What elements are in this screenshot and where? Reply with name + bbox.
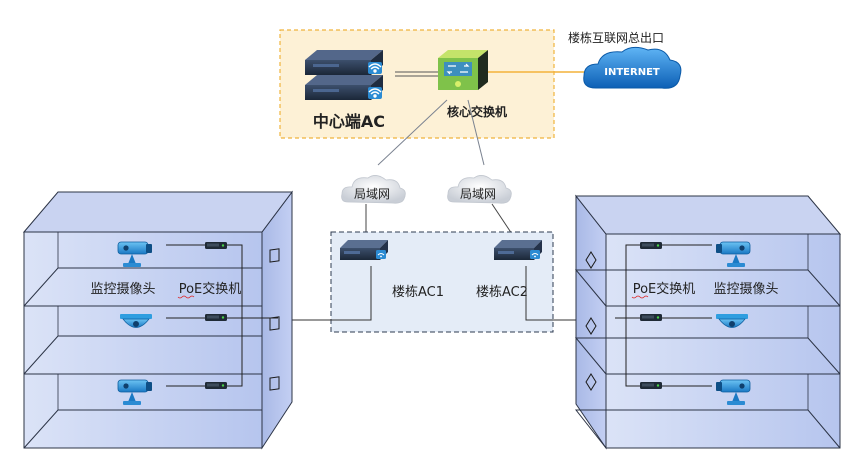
switch-icon [640,314,662,321]
building-ac1-label: 楼栋AC1 [392,284,444,300]
right-poe-label: PoE交换机 [633,281,696,297]
diamond-icon [585,317,597,335]
building-ac1-device [339,239,389,261]
core-lan-link-left [377,99,448,166]
core-switch-label: 核心交换机 [447,104,507,119]
internet-exit-label: 楼栋互联网总出口 [568,30,664,45]
central-ac-device [305,50,383,100]
left-building [22,190,293,450]
switch-icon [205,242,227,249]
internet-cloud-icon: INTERNET [583,46,682,89]
spellcheck-underline [631,295,649,299]
diamond-icon [585,251,597,269]
internet-text: INTERNET [604,67,660,78]
right-building [574,194,842,450]
lan-left-label: 局域网 [354,187,390,201]
spellcheck-underline [177,295,195,299]
switch-icon [640,382,662,389]
core-switch-icon [438,50,488,90]
building-ac2-device [493,239,543,261]
right-building-wiring [615,244,712,387]
ac1-building-link [278,266,372,321]
building-ac2-label: 楼栋AC2 [476,284,528,300]
lan-right-label: 局域网 [460,187,496,201]
switch-icon [205,382,227,389]
switch-icon [205,314,227,321]
core-lan-link-right [467,99,485,166]
central-ac-label: 中心端AC [313,112,385,131]
left-poe-label: PoE交换机 [179,281,242,297]
wifi-icon [368,63,382,98]
left-building-wiring [166,244,278,387]
diamond-icon [585,373,597,391]
right-camera-label: 监控摄像头 [713,282,778,297]
switch-icon [640,242,662,249]
left-camera-label: 监控摄像头 [90,282,155,297]
